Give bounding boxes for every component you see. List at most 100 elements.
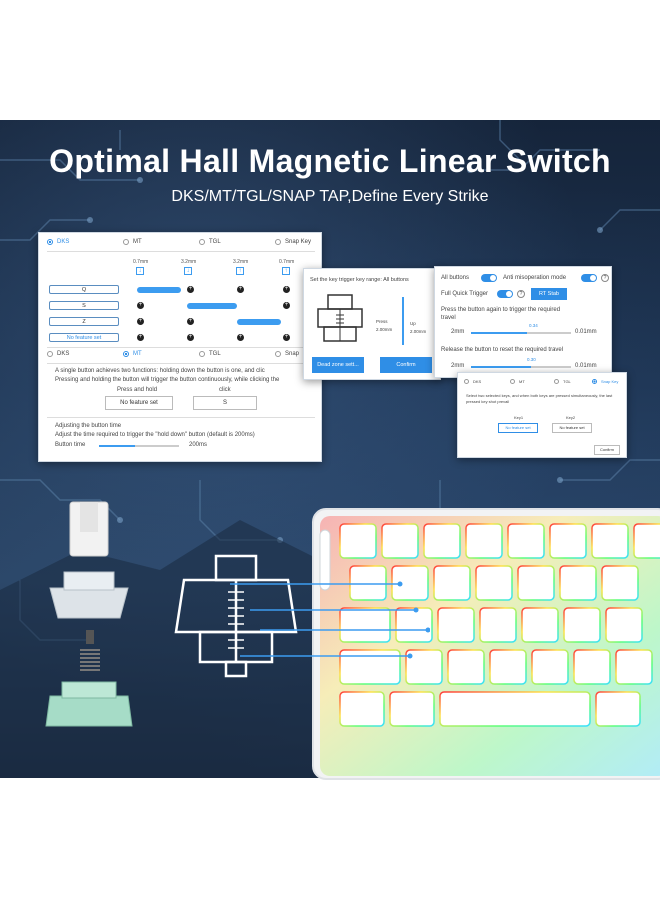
key-z[interactable]: Z — [49, 317, 119, 326]
radio-icon — [275, 239, 281, 245]
trigger-slider[interactable] — [402, 297, 404, 345]
plus-icon[interactable]: + — [283, 286, 290, 293]
press-again-label: Press the button again to trigger the re… — [441, 307, 561, 313]
radio-icon — [275, 351, 281, 357]
tab-tgl[interactable]: TGL — [199, 239, 221, 245]
radio-icon — [47, 239, 53, 245]
plus-icon[interactable]: + — [237, 286, 244, 293]
key1-select[interactable]: No feature set — [498, 423, 538, 433]
adjust-heading: Adjusting the button time — [55, 423, 122, 429]
tab-mt[interactable]: MT — [123, 239, 142, 245]
key-no-feature[interactable]: No feature set — [49, 333, 119, 342]
radio-icon — [123, 351, 129, 357]
plus-icon[interactable]: + — [187, 286, 194, 293]
switch-parts-illustration — [45, 501, 133, 727]
snap-description: pressed key shot prevail — [466, 399, 510, 404]
plus-icon[interactable]: + — [283, 302, 290, 309]
arrow-up-icon: ↑ — [236, 267, 244, 275]
radio-icon — [592, 379, 597, 384]
key-s[interactable]: S — [49, 301, 119, 310]
arrow-up-icon: ↑ — [282, 267, 290, 275]
key-q[interactable]: Q — [49, 285, 119, 294]
arrow-down-icon: ↓ — [136, 267, 144, 275]
radio-icon — [199, 239, 205, 245]
plus-icon[interactable]: + — [283, 334, 290, 341]
plus-icon[interactable]: + — [237, 334, 244, 341]
snap-tab-dks[interactable]: DKS — [464, 379, 481, 384]
snap-tab-mt[interactable]: MT — [510, 379, 525, 384]
help-icon[interactable]: ? — [517, 290, 525, 298]
radio-icon — [47, 351, 53, 357]
plus-icon[interactable]: + — [137, 318, 144, 325]
page-title: Optimal Hall Magnetic Linear Switch — [49, 143, 611, 179]
anti-misop-toggle[interactable] — [581, 274, 597, 282]
mode-settings-panel: DKS MT TGL Snap Key 0.7mm 3.2mm 3.2mm 0.… — [38, 232, 322, 462]
adjust-description: Adjust the time required to trigger the … — [55, 432, 255, 438]
snap-confirm-button[interactable]: Confirm — [594, 445, 620, 455]
connector-lines — [230, 581, 430, 659]
tab-tgl-bottom[interactable]: TGL — [199, 351, 221, 357]
release-min: 2mm — [451, 363, 465, 369]
confirm-button[interactable]: Confirm — [380, 357, 432, 373]
button-time-track[interactable] — [99, 445, 179, 447]
deadzone-button[interactable]: Dead zone sett... — [312, 357, 364, 373]
snap-key-panel: DKS MT TGL Snap Key Select two selected … — [457, 372, 627, 458]
dks-trigger-bar[interactable] — [187, 303, 237, 309]
press-max: 0.01mm — [575, 329, 597, 335]
mt-description: A single button achieves two functions: … — [55, 368, 265, 374]
switch-diagram-icon — [317, 294, 363, 342]
full-quick-label: Full Quick Trigger — [441, 291, 489, 297]
rapid-trigger-panel: All buttons Anti misoperation mode ? Ful… — [434, 266, 612, 378]
depth-label: 3.2mm — [181, 259, 197, 265]
plus-icon[interactable]: + — [187, 318, 194, 325]
press-hold-select[interactable]: No feature set — [105, 396, 173, 410]
divider — [47, 417, 315, 418]
dks-trigger-bar[interactable] — [137, 287, 181, 293]
radio-icon — [123, 239, 129, 245]
radio-icon — [554, 379, 559, 384]
tab-dks-bottom[interactable]: DKS — [47, 351, 69, 357]
up-label: Up — [410, 321, 416, 326]
tab-snap-key[interactable]: Snap Key — [275, 239, 311, 245]
radio-icon — [199, 351, 205, 357]
tab-snap-bottom[interactable]: Snap — [275, 351, 299, 357]
plus-icon[interactable]: + — [137, 334, 144, 341]
keyboard-keys — [319, 516, 660, 776]
key2-label: Key2 — [566, 415, 576, 420]
press-slider-fill — [471, 332, 527, 334]
divider — [47, 347, 315, 348]
full-quick-toggle[interactable] — [497, 290, 513, 298]
press-slider-value: 0.34 — [529, 323, 538, 328]
arrow-down-icon: ↓ — [184, 267, 192, 275]
release-slider-fill — [471, 366, 531, 368]
button-time-label: Button time — [55, 442, 86, 448]
depth-label: 0.7mm — [279, 259, 295, 265]
divider — [47, 251, 315, 252]
release-max: 0.01mm — [575, 363, 597, 369]
press-hold-label: Press and hold — [117, 387, 158, 393]
key-trigger-panel: Set the key trigger key range: All butto… — [303, 268, 441, 380]
mt-description: Pressing and holding the button will tri… — [55, 377, 280, 383]
button-time-value: 200ms — [189, 442, 208, 448]
all-buttons-toggle[interactable] — [481, 274, 497, 282]
click-select[interactable]: S — [193, 396, 257, 410]
plus-icon[interactable]: + — [137, 302, 144, 309]
radio-icon — [464, 379, 469, 384]
press-value: 2.00mm — [376, 327, 393, 332]
press-label: Press — [376, 319, 388, 324]
depth-label: 3.2mm — [233, 259, 249, 265]
tab-dks[interactable]: DKS — [47, 239, 69, 245]
snap-tab-snap[interactable]: Snap Key — [592, 379, 618, 384]
tab-mt-bottom[interactable]: MT — [123, 351, 142, 357]
release-slider-value: 0.30 — [527, 357, 536, 362]
rt-stab-button[interactable]: RT Stab — [531, 288, 567, 300]
key2-select[interactable]: No feature set — [552, 423, 592, 433]
dks-trigger-bar[interactable] — [237, 319, 281, 325]
trigger-heading: Set the key trigger key range: All butto… — [310, 277, 409, 283]
key1-label: Key1 — [514, 415, 524, 420]
snap-tab-tgl[interactable]: TGL — [554, 379, 571, 384]
press-again-label: travel — [441, 315, 456, 321]
plus-icon[interactable]: + — [187, 334, 194, 341]
help-icon[interactable]: ? — [601, 274, 609, 282]
click-label: click — [219, 387, 231, 393]
